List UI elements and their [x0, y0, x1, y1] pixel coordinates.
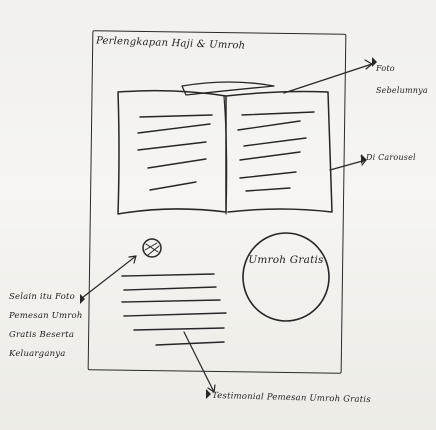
testimonial-line-1 — [121, 273, 215, 277]
bullet-bottom — [206, 389, 211, 399]
annotation-carousel: Di Carousel — [366, 153, 416, 162]
book-left-line-5 — [149, 181, 197, 191]
book-right-line-6 — [245, 187, 291, 192]
page-frame — [87, 30, 347, 374]
testimonial-line-5 — [133, 327, 225, 331]
book-right-line-4 — [239, 151, 301, 161]
book-left-page — [117, 89, 227, 215]
book-spine — [223, 95, 228, 215]
book-right-line-3 — [243, 137, 307, 147]
arrow-testimonial-head — [207, 384, 216, 393]
bullet-foto — [372, 57, 377, 67]
book-left-line-1 — [139, 114, 213, 118]
testimonial-line-4 — [123, 312, 227, 317]
annotation-customer-photo: Selain itu Foto Pemesan Umroh Gratis Bes… — [9, 292, 83, 359]
bullet-carousel — [361, 154, 366, 164]
book-right-line-5 — [239, 171, 297, 179]
testimonial-line-2 — [123, 286, 217, 291]
arrow-foto — [283, 63, 373, 94]
annotation-hero-photo: Foto Sebelumnya — [376, 64, 428, 95]
bullet-left — [80, 294, 85, 304]
book-right-page — [225, 90, 333, 213]
testimonial-line-3 — [121, 299, 221, 303]
book-left-line-4 — [147, 158, 207, 169]
arrow-testimonial — [183, 331, 215, 393]
customer-photo-scribble — [144, 242, 160, 256]
umroh-gratis-circle — [242, 232, 330, 322]
book-right-line-2 — [237, 120, 301, 131]
book-left-line-3 — [137, 141, 207, 151]
arrow-carousel — [329, 159, 367, 171]
arrow-photo — [81, 255, 137, 299]
book-right-line-1 — [241, 111, 315, 116]
circle-badge-label: Umroh Gratis — [248, 254, 324, 266]
book-left-line-2 — [137, 123, 211, 134]
arrow-foto-head — [364, 59, 373, 70]
customer-photo-circle — [142, 238, 162, 258]
arrow-photo-head — [128, 255, 137, 264]
book-ribbon — [181, 81, 275, 96]
